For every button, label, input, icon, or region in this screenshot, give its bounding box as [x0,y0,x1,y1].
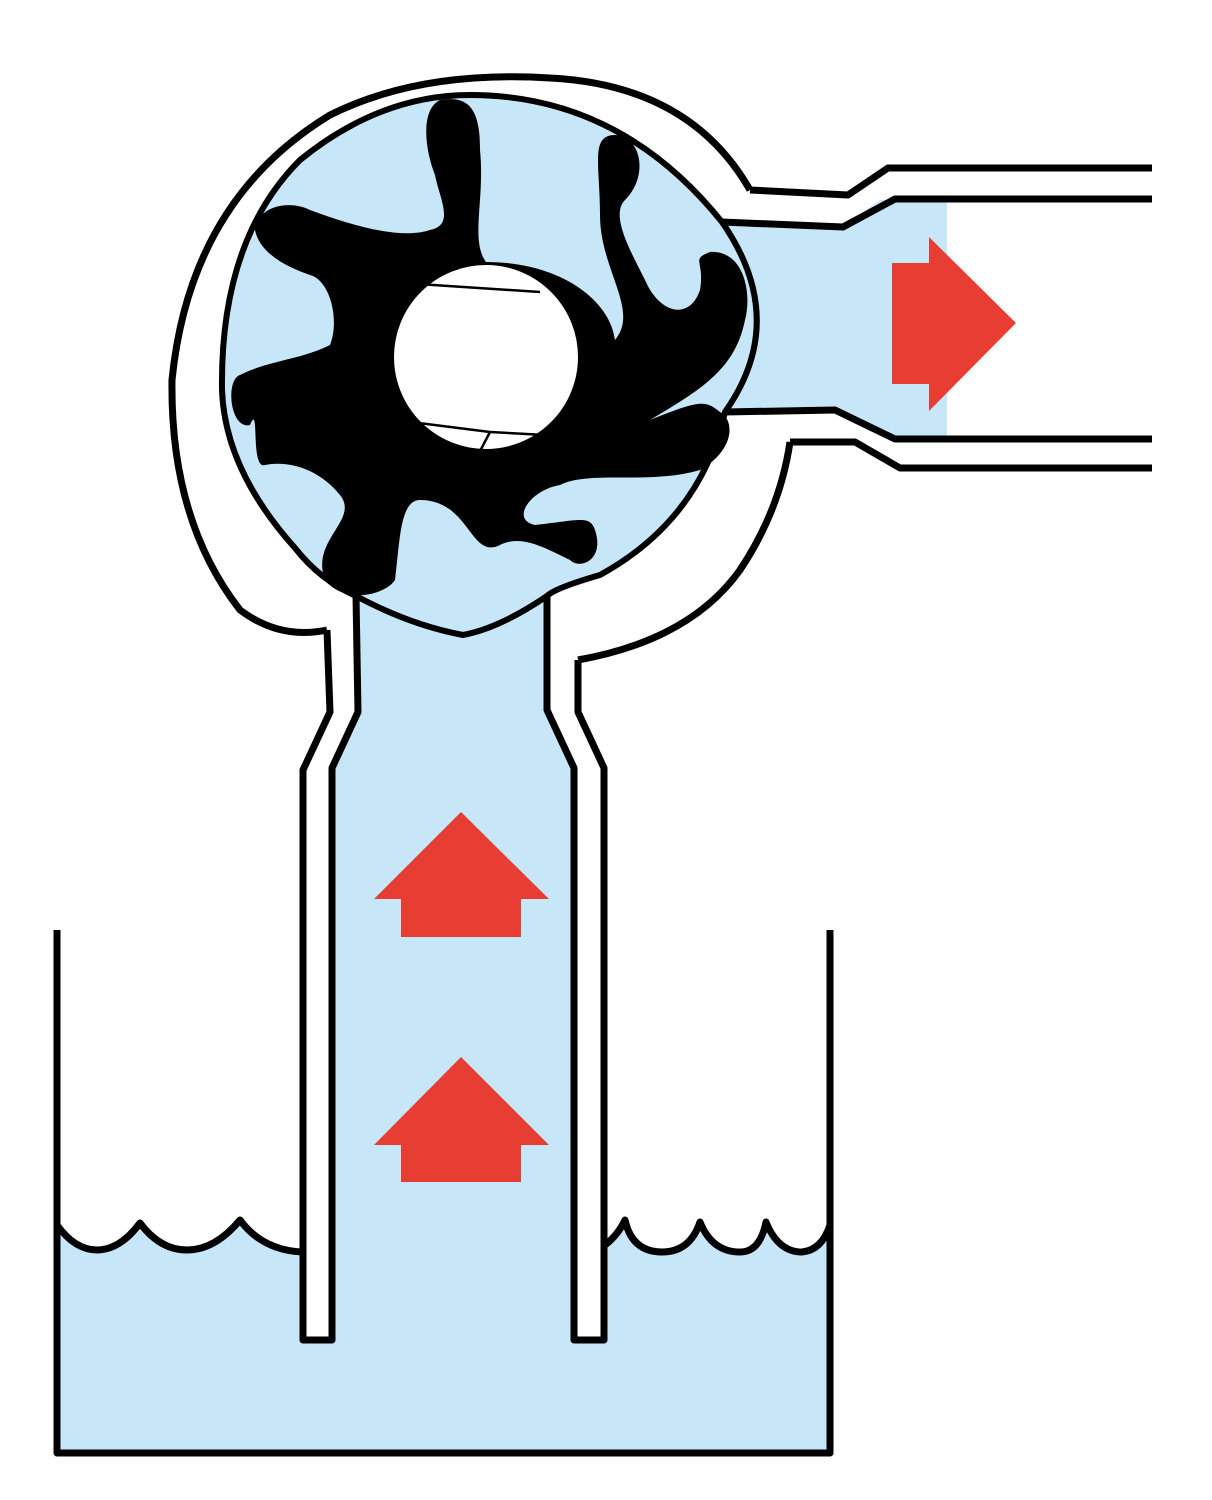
impeller [231,99,748,596]
inlet-inner-right-wall [543,596,608,1344]
outlet-arrow-right-icon [892,237,1016,411]
right-wave-surface [602,1216,834,1256]
tank-wall [53,930,834,1457]
outlet-outer-bottom-wall [790,438,1152,472]
outlet-inner-bottom-wall [724,406,1152,443]
flow-arrows [374,237,1016,1182]
outlet-inner-top-wall [721,195,1152,231]
inlet-arrow-upper-up-icon [374,812,549,937]
casing-outer-wall-lower [577,441,794,664]
outlet-outer-top-wall [749,164,1152,199]
left-wave-surface [54,1216,303,1256]
outlet-pipe [720,164,1152,472]
keyway-top-line [417,282,541,294]
casing-outer-wall [168,73,754,636]
keyway-bottom-line [394,418,491,434]
keyway-slash-line [476,431,492,456]
outlet-pipe-liquid [720,200,947,438]
shaft-bore [392,263,580,451]
inlet-pipe [299,595,608,1344]
inlet-pipe-liquid [330,596,575,1340]
keyway-bottom-line-2 [489,430,546,437]
inlet-outer-left-wall [299,595,362,1344]
inlet-arrow-lower-up-icon [374,1057,549,1182]
